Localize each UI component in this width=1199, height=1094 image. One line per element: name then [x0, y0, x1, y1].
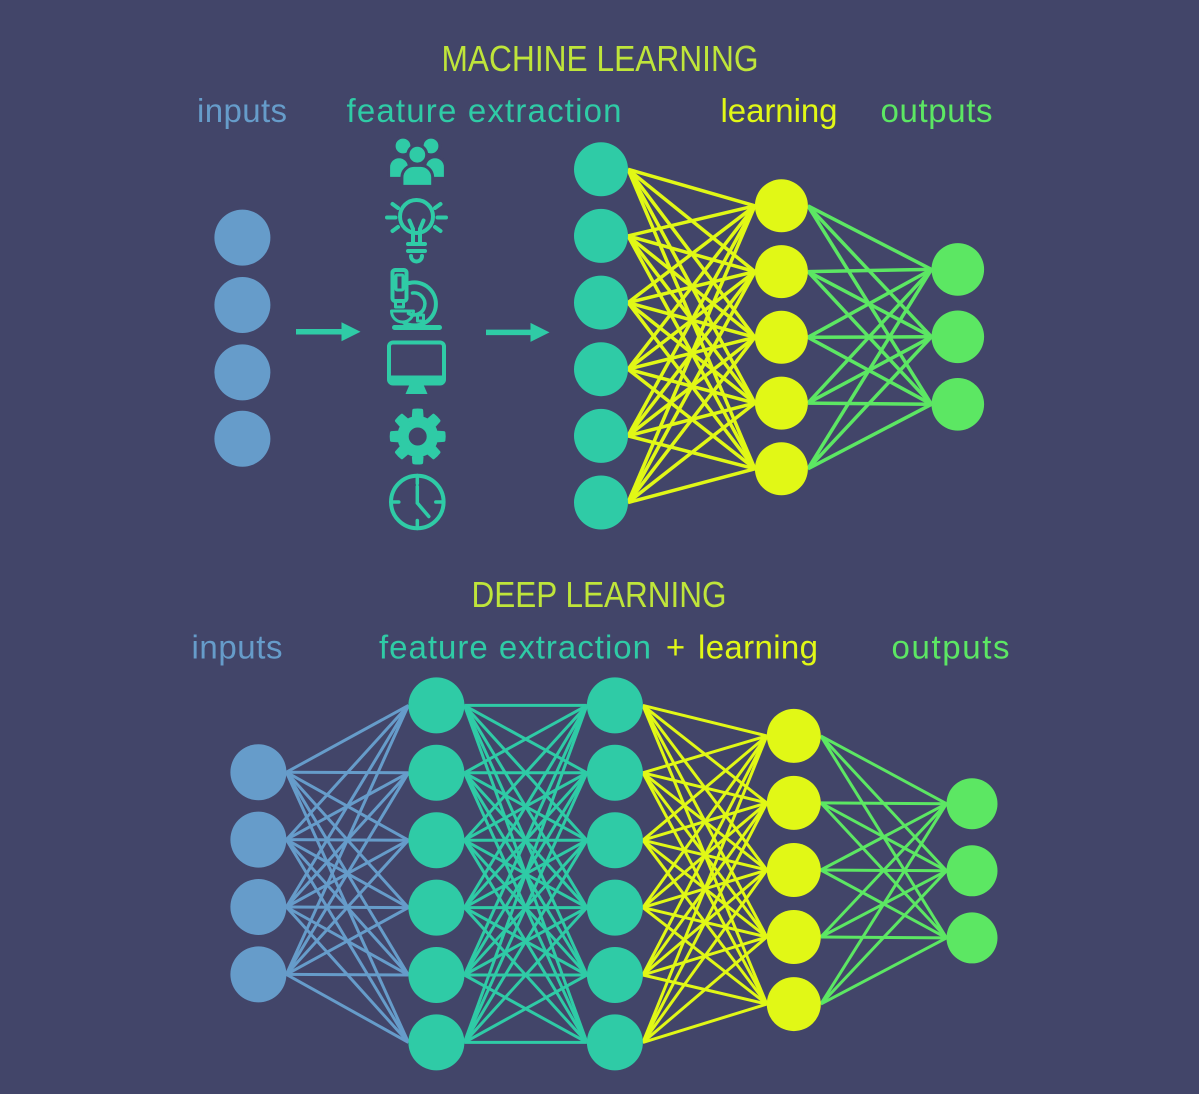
- svg-text:learning: learning: [698, 629, 818, 666]
- svg-text:outputs: outputs: [881, 92, 993, 129]
- svg-text:outputs: outputs: [892, 629, 1010, 666]
- svg-text:learning: learning: [721, 92, 838, 129]
- svg-text:inputs: inputs: [192, 629, 283, 666]
- svg-text:MACHINE LEARNING: MACHINE LEARNING: [442, 38, 759, 79]
- svg-text:feature extraction: feature extraction: [347, 92, 622, 129]
- svg-text:feature extraction: feature extraction: [379, 629, 651, 666]
- svg-text:DEEP LEARNING: DEEP LEARNING: [472, 574, 727, 615]
- svg-text:+: +: [666, 629, 685, 666]
- svg-text:inputs: inputs: [197, 92, 287, 129]
